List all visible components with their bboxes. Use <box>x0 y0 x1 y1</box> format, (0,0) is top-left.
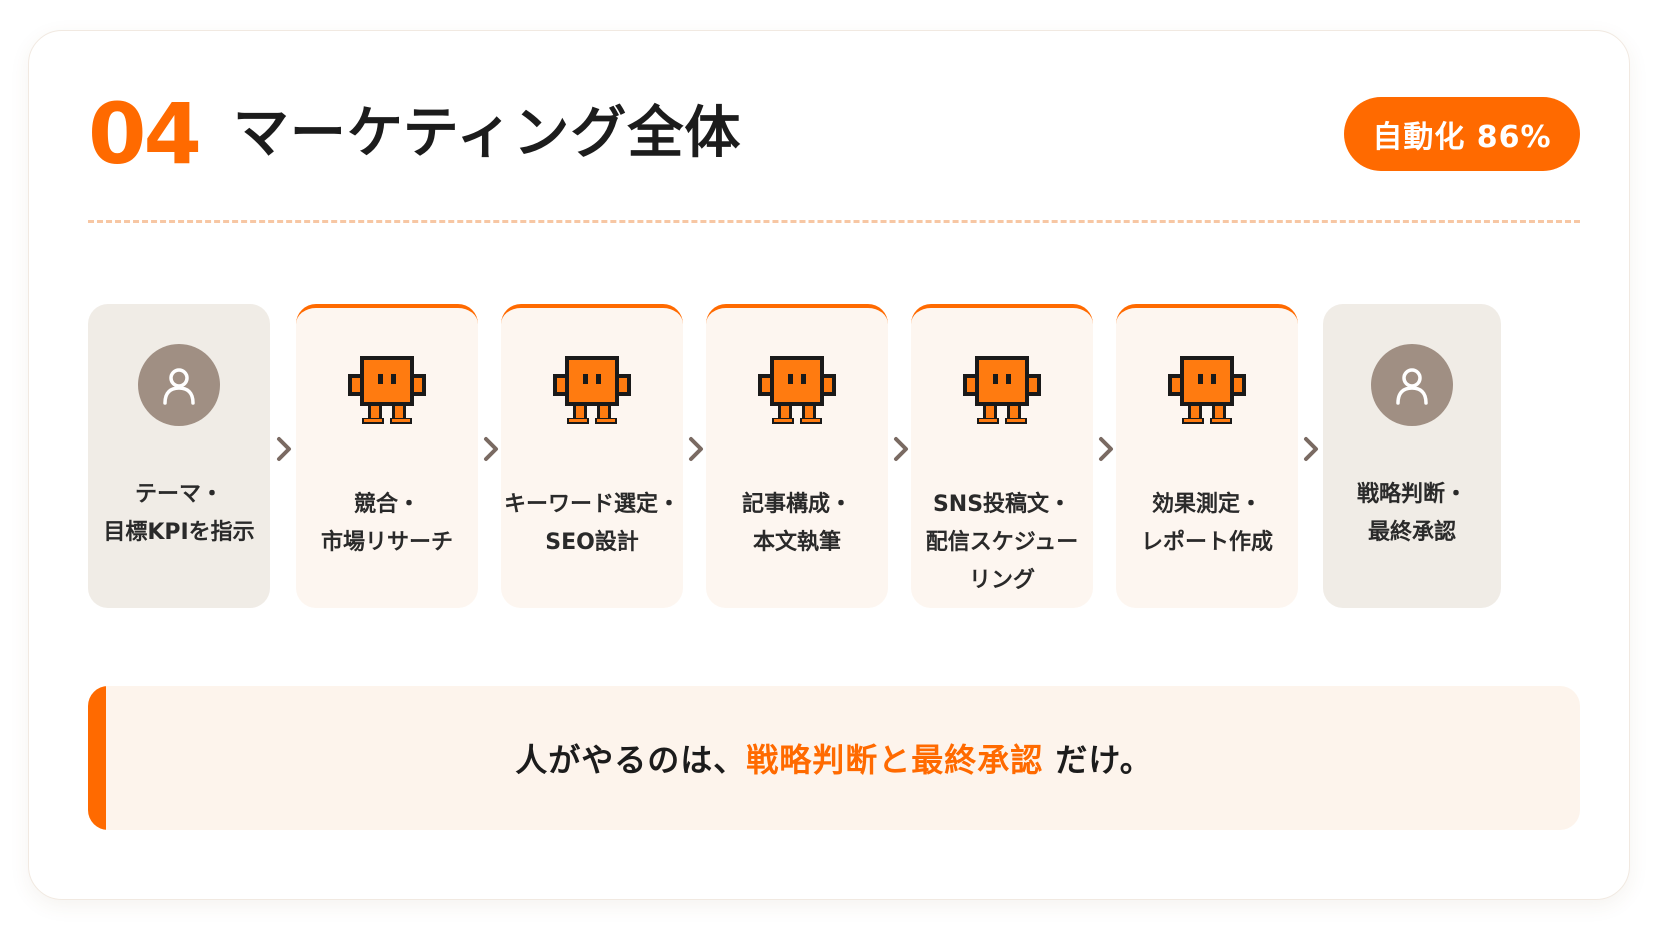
step-label: テーマ・目標KPIを指示 <box>97 476 260 552</box>
step-label: SNS投稿文・配信スケジューリング <box>920 486 1084 600</box>
step-label-line: 最終承認 <box>1367 520 1456 545</box>
robot-icon <box>959 352 1045 428</box>
step-label: キーワード選定・ SEO設計 <box>498 486 686 562</box>
step-card-3: キーワード選定・ SEO設計 <box>501 304 683 608</box>
step-card-1: テーマ・目標KPIを指示 <box>88 304 270 608</box>
step-label: 戦略判断・最終承認 <box>1351 476 1473 552</box>
step-card-7: 戦略判断・最終承認 <box>1323 304 1501 608</box>
chevron-right-icon <box>272 432 296 466</box>
step-card-4: 記事構成・本文執筆 <box>706 304 888 608</box>
chevron-right-icon <box>889 432 913 466</box>
robot-icon <box>1164 352 1250 428</box>
workflow-steps: テーマ・目標KPIを指示競合・市場リサーチキーワード選定・SEO設計記事構成・本… <box>88 304 1580 608</box>
step-label-line: SEO設計 <box>545 530 639 555</box>
step-label-line: 配信スケジュー <box>925 530 1079 555</box>
step-card-5: SNS投稿文・配信スケジューリング <box>911 304 1093 608</box>
user-icon <box>138 344 220 426</box>
section-title: マーケティング全体 <box>232 101 742 166</box>
step-label-line: 目標KPIを指示 <box>103 520 255 545</box>
callout-highlight: 戦略判断と最終承認 <box>746 741 1044 779</box>
step-label-line: 効果測定・ <box>1151 492 1262 517</box>
step-card-2: 競合・市場リサーチ <box>296 304 478 608</box>
callout-prefix: 人がやるのは、 <box>515 741 747 779</box>
robot-icon <box>549 352 635 428</box>
callout-accent-bar <box>88 686 106 830</box>
slide-header: 04 マーケティング全体 <box>88 92 741 176</box>
step-label: 競合・市場リサーチ <box>315 486 459 562</box>
chevron-right-icon <box>684 432 708 466</box>
summary-callout: 人がやるのは、戦略判断と最終承認 だけ。 <box>88 686 1580 830</box>
step-label: 効果測定・レポート作成 <box>1135 486 1279 562</box>
step-label-line: 本文執筆 <box>752 530 841 555</box>
step-label-line: SNS投稿文・ <box>932 492 1072 517</box>
robot-icon <box>344 352 430 428</box>
step-label: 記事構成・本文執筆 <box>736 486 858 562</box>
step-label-line: キーワード選定・ <box>504 492 681 517</box>
chevron-right-icon <box>1299 432 1323 466</box>
callout-text: 人がやるのは、戦略判断と最終承認 だけ。 <box>515 735 1153 781</box>
step-label-line: レポート作成 <box>1140 530 1273 555</box>
step-label-line: 競合・ <box>353 492 420 517</box>
step-label-line: 市場リサーチ <box>320 530 453 555</box>
chevron-right-icon <box>479 432 503 466</box>
step-card-6: 効果測定・レポート作成 <box>1116 304 1298 608</box>
user-icon <box>1371 344 1453 426</box>
automation-rate-badge: 自動化 86% <box>1344 97 1580 171</box>
section-number: 04 <box>88 85 202 183</box>
step-label-line: 戦略判断・ <box>1356 482 1467 507</box>
dashed-divider <box>88 220 1580 223</box>
step-label-line: テーマ・ <box>134 482 223 507</box>
step-label-line: リング <box>968 568 1035 593</box>
chevron-right-icon <box>1094 432 1118 466</box>
robot-icon <box>754 352 840 428</box>
callout-suffix: だけ。 <box>1043 741 1153 779</box>
step-label-line: 記事構成・ <box>741 492 852 517</box>
